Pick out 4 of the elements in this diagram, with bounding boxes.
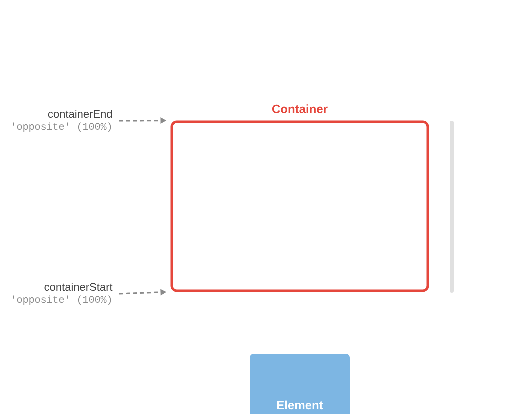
label-text: containerStart 'opposite' (100%) [13,282,113,306]
box-title: Container [272,104,328,114]
label-text: containerEnd 'opposite' (100%) [13,110,112,132]
element-box: Element [250,354,350,414]
